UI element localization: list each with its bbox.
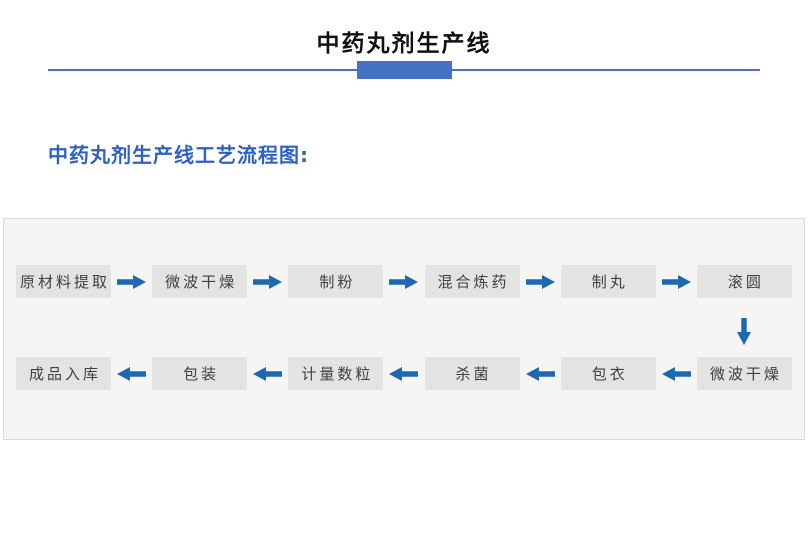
down-arrow-icon bbox=[737, 318, 751, 345]
flow-step-finished-warehousing: 成品入库 bbox=[16, 357, 111, 390]
flow-step-label: 滚圆 bbox=[727, 273, 764, 291]
flow-step-powder-making: 制粉 bbox=[288, 265, 384, 298]
flow-row-1: 原材料提取 微波干燥 制粉 混合炼药 制 bbox=[16, 265, 792, 298]
flow-step-label: 原材料提取 bbox=[19, 273, 110, 291]
flow-step-rounding: 滚圆 bbox=[696, 265, 792, 298]
flow-step-raw-material-extraction: 原材料提取 bbox=[16, 265, 111, 298]
title-divider bbox=[0, 61, 808, 79]
flow-step-label: 杀菌 bbox=[455, 365, 492, 383]
right-arrow-icon bbox=[661, 274, 691, 289]
arrow-cell bbox=[111, 274, 152, 289]
flow-step-sterilization: 杀菌 bbox=[424, 357, 520, 390]
flowchart-panel: 原材料提取 微波干燥 制粉 混合炼药 制 bbox=[3, 218, 805, 440]
divider-accent-rect bbox=[357, 61, 452, 79]
flow-step-label: 成品入库 bbox=[28, 365, 101, 383]
flow-step-label: 制粉 bbox=[319, 273, 356, 291]
page-title: 中药丸剂生产线 bbox=[316, 31, 492, 57]
right-arrow-icon bbox=[253, 274, 283, 289]
flow-step-label: 计量数粒 bbox=[301, 365, 374, 383]
left-arrow-icon bbox=[661, 366, 691, 381]
arrow-cell bbox=[520, 366, 561, 381]
flow-step-mixing-refining: 混合炼药 bbox=[424, 265, 520, 298]
arrow-cell bbox=[383, 274, 424, 289]
turn-connector bbox=[737, 318, 751, 345]
arrow-cell bbox=[520, 274, 561, 289]
flow-step-coating: 包衣 bbox=[560, 357, 656, 390]
flow-step-label: 微波干燥 bbox=[165, 273, 238, 291]
right-arrow-icon bbox=[117, 274, 147, 289]
flow-step-packaging: 包装 bbox=[152, 357, 248, 390]
flow-step-label: 制丸 bbox=[591, 273, 628, 291]
arrow-cell bbox=[656, 274, 697, 289]
flow-step-label: 包装 bbox=[183, 365, 220, 383]
flow-row-2: 成品入库 包装 计量数粒 杀菌 包衣 bbox=[16, 357, 792, 390]
left-arrow-icon bbox=[525, 366, 555, 381]
arrow-cell bbox=[247, 366, 288, 381]
arrow-cell bbox=[383, 366, 424, 381]
right-arrow-icon bbox=[525, 274, 555, 289]
flow-step-label: 微波干燥 bbox=[709, 365, 782, 383]
flow-step-label: 混合炼药 bbox=[437, 273, 510, 291]
section-subtitle: 中药丸剂生产线工艺流程图: bbox=[48, 143, 309, 167]
arrow-cell bbox=[656, 366, 697, 381]
arrow-cell bbox=[111, 366, 152, 381]
left-arrow-icon bbox=[117, 366, 147, 381]
right-arrow-icon bbox=[389, 274, 419, 289]
flow-step-counting: 计量数粒 bbox=[288, 357, 384, 390]
flow-step-label: 包衣 bbox=[591, 365, 628, 383]
flow-step-microwave-drying-2: 微波干燥 bbox=[696, 357, 792, 390]
left-arrow-icon bbox=[389, 366, 419, 381]
flow-step-microwave-drying: 微波干燥 bbox=[152, 265, 248, 298]
arrow-cell bbox=[247, 274, 288, 289]
flow-step-pill-forming: 制丸 bbox=[560, 265, 656, 298]
left-arrow-icon bbox=[253, 366, 283, 381]
